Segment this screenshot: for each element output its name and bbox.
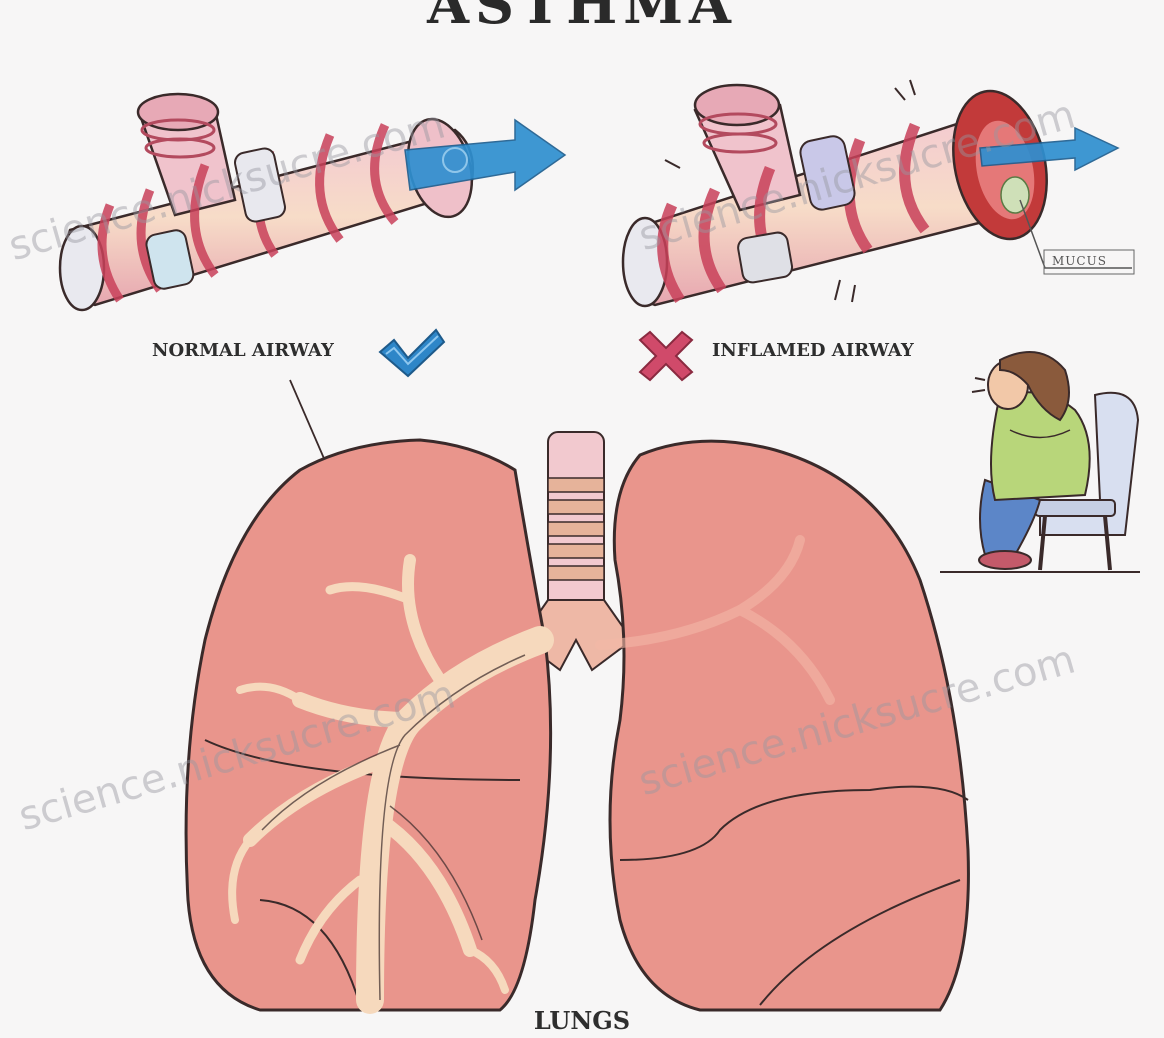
- mucus-label: MUCUS: [1052, 254, 1107, 268]
- normal-airway-label: NORMAL AIRWAY: [152, 340, 334, 361]
- cross-icon: [640, 332, 692, 380]
- inflamed-airway-label: INFLAMED AIRWAY: [712, 340, 914, 361]
- lungs-label: LUNGS: [0, 1006, 1164, 1035]
- normal-airway-illustration: [60, 94, 565, 310]
- person-coughing-illustration: [940, 352, 1140, 572]
- check-icon: [380, 330, 444, 376]
- lungs-illustration: [186, 432, 968, 1010]
- inflamed-airway-illustration: [623, 80, 1134, 306]
- diagram-title: ASTHMA: [0, 0, 1164, 36]
